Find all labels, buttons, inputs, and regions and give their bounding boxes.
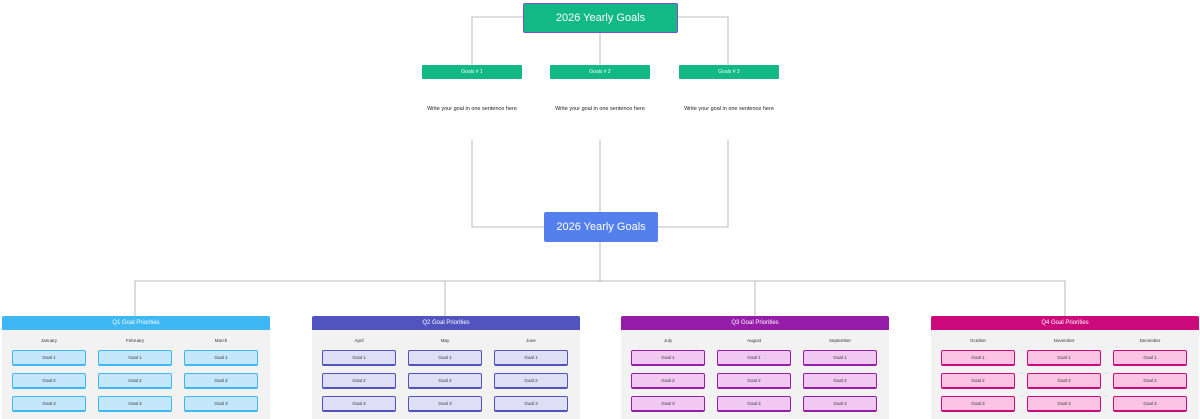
goal-cell[interactable]: Goal 2 [941,373,1015,389]
goal-2-tag[interactable]: Goals # 2 [550,65,650,79]
goal-cell[interactable]: Goal 1 [941,350,1015,366]
month-label: May [440,338,450,343]
month-label: April [354,338,364,343]
goal-cell[interactable]: Goal 2 [1027,373,1101,389]
goal-cell[interactable]: Goal 2 [803,373,877,389]
quarter-header[interactable]: Q4 Goal Priorities [931,316,1199,330]
quarter-header[interactable]: Q1 Goal Priorities [2,316,270,330]
goal-cell[interactable]: Goal 3 [803,396,877,412]
goal-cell[interactable]: Goal 1 [717,350,791,366]
yearly-goals-mid-node[interactable]: 2026 Yearly Goals [544,212,658,242]
month-label: January [40,338,57,343]
goal-cell[interactable]: Goal 1 [98,350,172,366]
goal-cell[interactable]: Goal 2 [184,373,258,389]
month-label: November [1053,338,1075,343]
goal-cell[interactable]: Goal 1 [184,350,258,366]
goal-cell[interactable]: Goal 1 [12,350,86,366]
goal-cell[interactable]: Goal 2 [1113,373,1187,389]
goal-cell[interactable]: Goal 2 [12,373,86,389]
goal-cell[interactable]: Goal 3 [631,396,705,412]
month-label: October [969,338,986,343]
goal-cell[interactable]: Goal 1 [631,350,705,366]
goal-cell[interactable]: Goal 2 [717,373,791,389]
goal-2-text[interactable]: Write your goal in one sentence here [555,106,645,112]
goal-cell[interactable]: Goal 3 [1027,396,1101,412]
goal-cell[interactable]: Goal 3 [322,396,396,412]
goal-cell[interactable]: Goal 3 [717,396,791,412]
goal-cell[interactable]: Goal 1 [322,350,396,366]
month-label: July [663,338,672,343]
goal-1-text[interactable]: Write your goal in one sentence here [427,106,517,112]
month-label: September [828,338,851,343]
goal-1-tag[interactable]: Goals # 1 [422,65,522,79]
goal-cell[interactable]: Goal 3 [1113,396,1187,412]
goal-cell[interactable]: Goal 2 [408,373,482,389]
goal-cell[interactable]: Goal 2 [98,373,172,389]
goal-cell[interactable]: Goal 1 [494,350,568,366]
month-label: August [746,338,761,343]
goal-cell[interactable]: Goal 3 [941,396,1015,412]
goal-cell[interactable]: Goal 3 [408,396,482,412]
month-label: June [526,338,536,343]
goal-cell[interactable]: Goal 3 [12,396,86,412]
goal-cell[interactable]: Goal 3 [494,396,568,412]
goal-cell[interactable]: Goal 2 [322,373,396,389]
month-label: February [125,338,144,343]
goal-3-tag[interactable]: Goals # 3 [679,65,779,79]
goal-cell[interactable]: Goal 2 [494,373,568,389]
quarter-header[interactable]: Q2 Goal Priorities [312,316,580,330]
yearly-goals-top-node[interactable]: 2026 Yearly Goals [523,3,678,33]
goal-cell[interactable]: Goal 1 [1113,350,1187,366]
goal-cell[interactable]: Goal 2 [631,373,705,389]
goal-cell[interactable]: Goal 1 [408,350,482,366]
goal-cell[interactable]: Goal 3 [98,396,172,412]
goal-cell[interactable]: Goal 3 [184,396,258,412]
goal-cell[interactable]: Goal 1 [1027,350,1101,366]
month-label: March [214,338,228,343]
goal-3-text[interactable]: Write your goal in one sentence here [684,106,774,112]
month-label: December [1139,338,1161,343]
goal-cell[interactable]: Goal 1 [803,350,877,366]
quarter-header[interactable]: Q3 Goal Priorities [621,316,889,330]
